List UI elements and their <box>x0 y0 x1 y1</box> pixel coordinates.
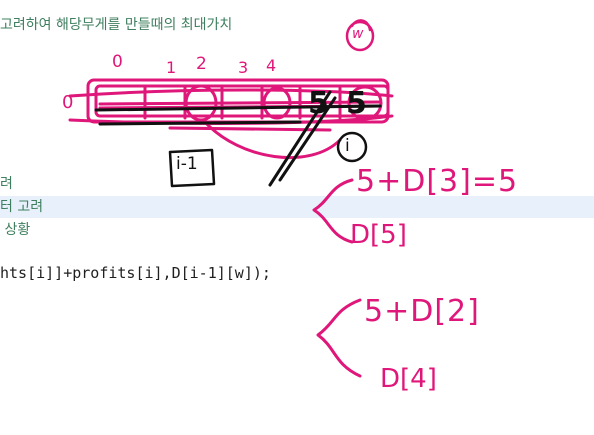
comment-line-1: 고려하여 해당무게를 만들때의 최대가치 <box>0 17 233 33</box>
comment-line-2: 려 <box>0 176 13 192</box>
comment-line-3-current: 터 고려 <box>0 196 594 218</box>
code-line-dp-update: hts[i]]+profits[i],D[i-1][w]); <box>0 264 271 282</box>
comment-line-4: 상황 <box>0 222 31 238</box>
